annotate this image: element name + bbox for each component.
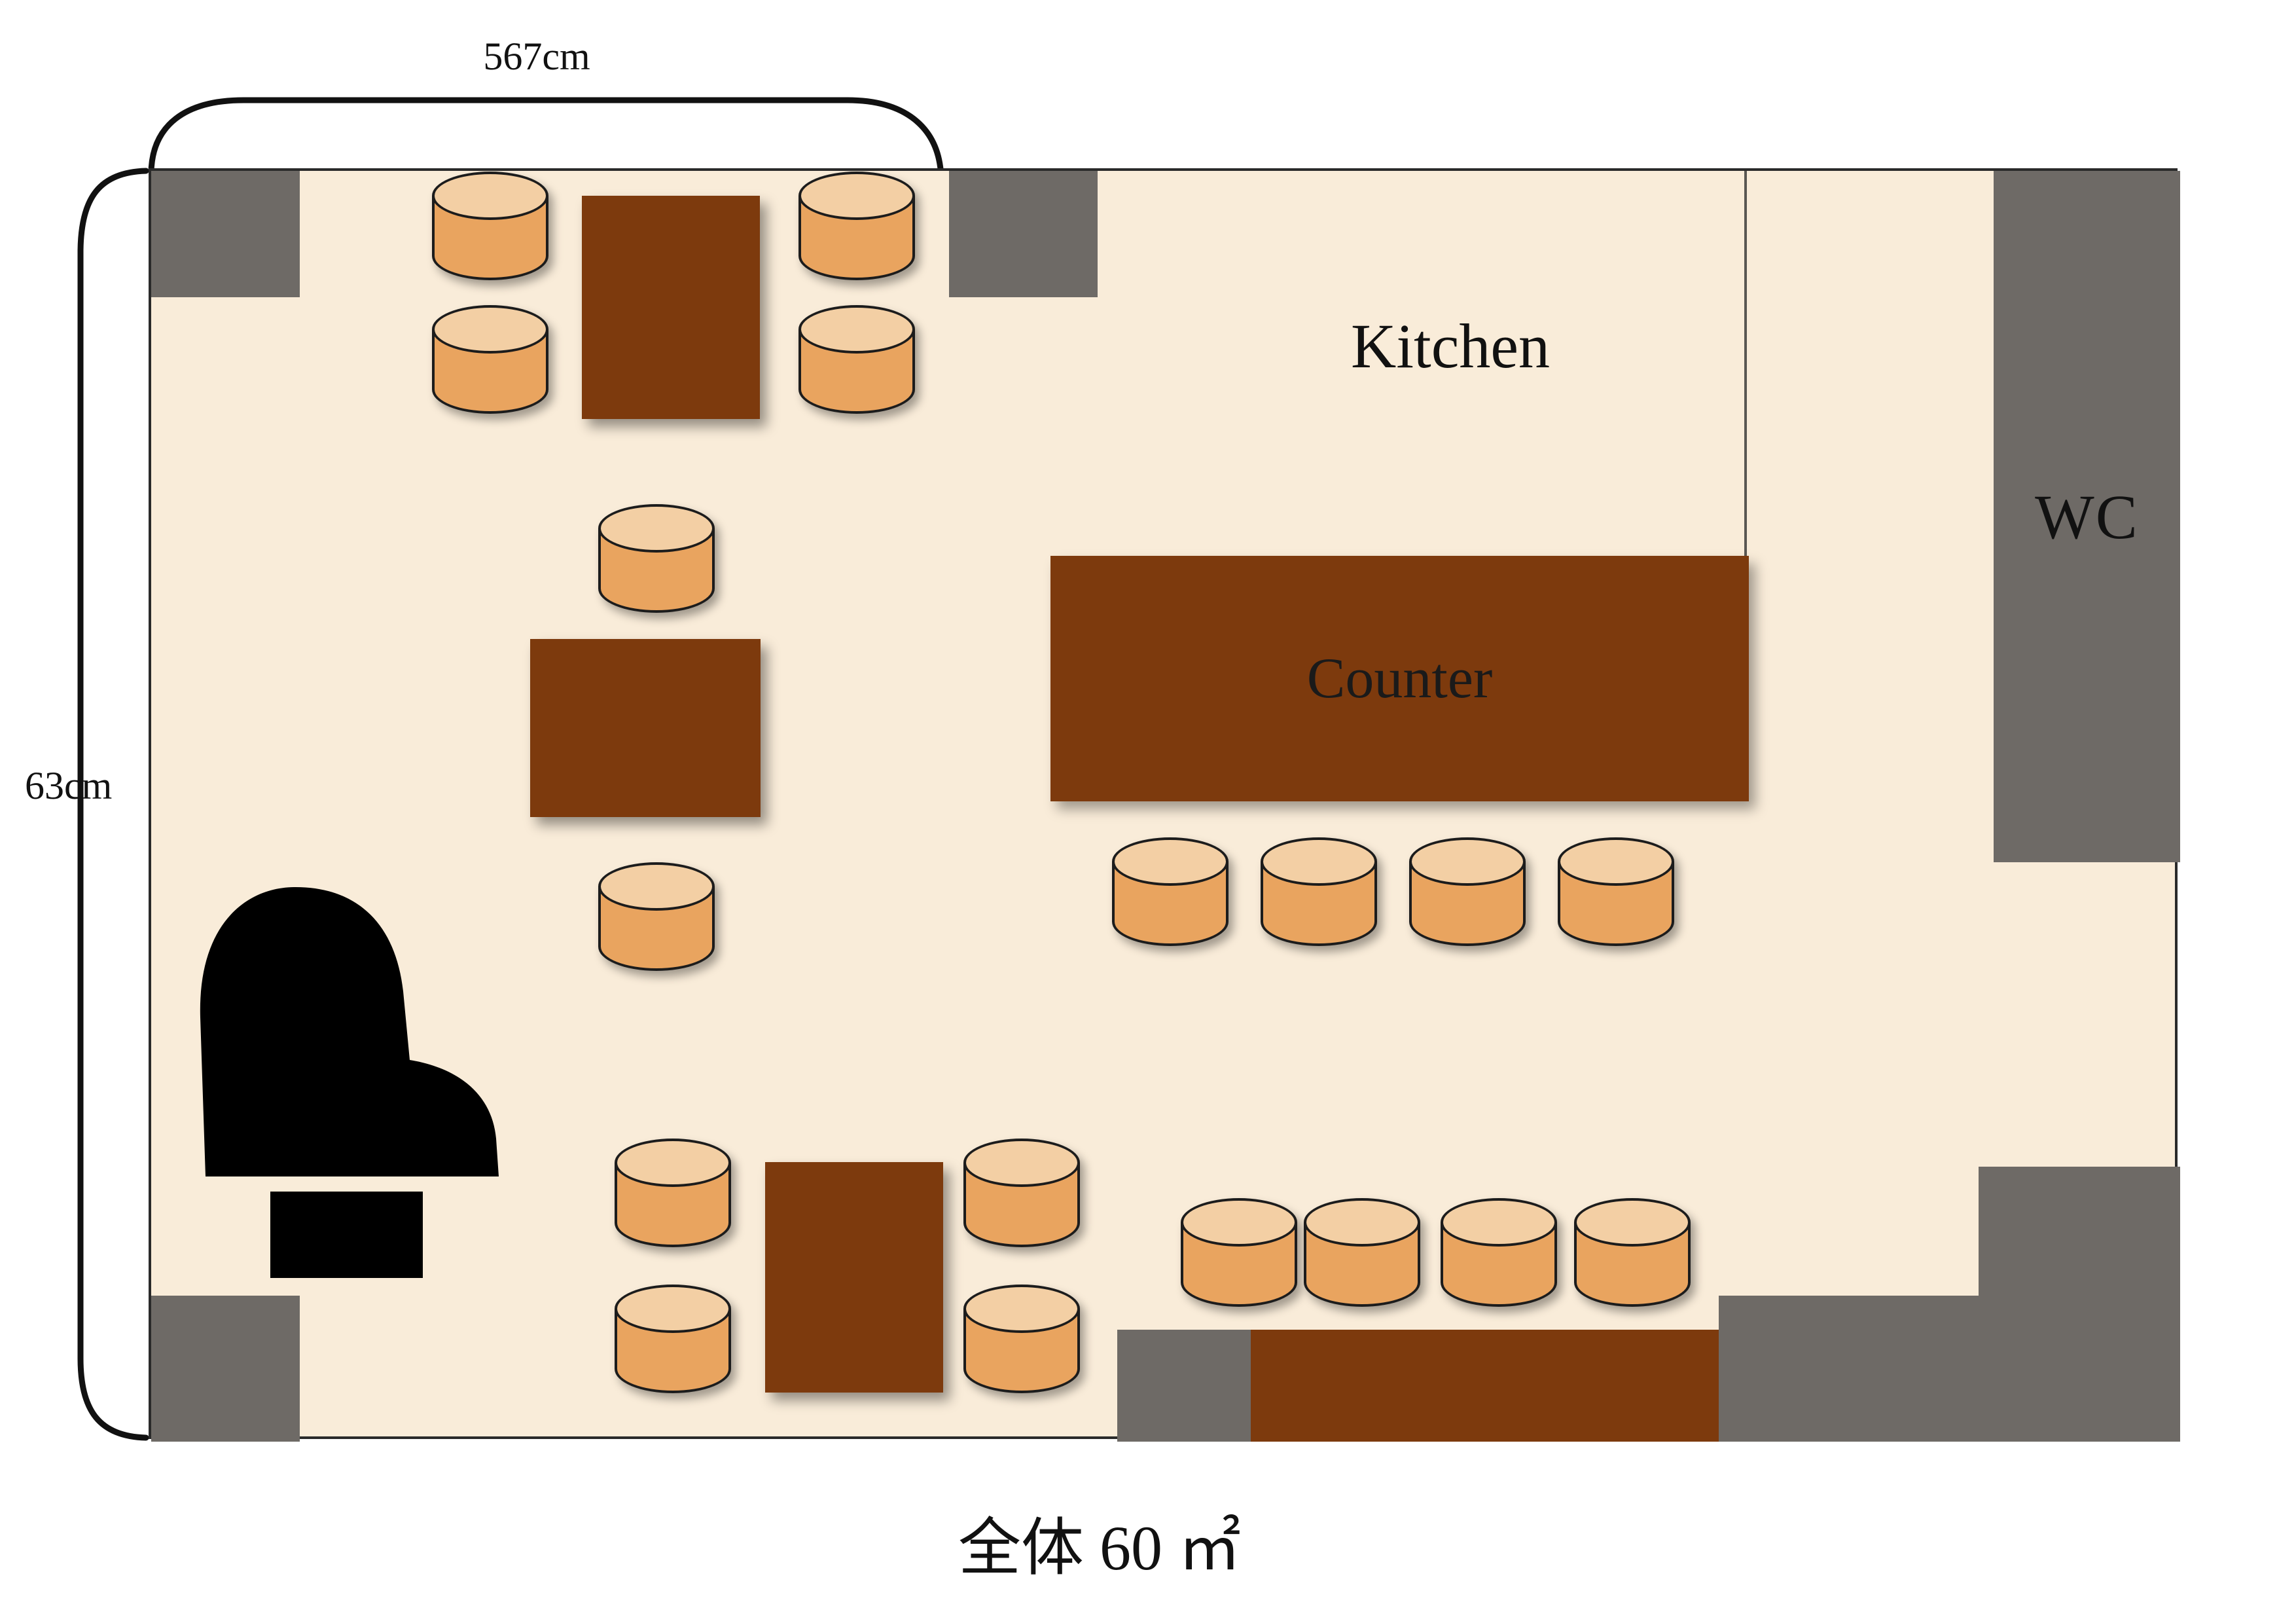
wc-label: WC: [2035, 481, 2139, 552]
table: [530, 639, 761, 817]
piano: [200, 886, 499, 1278]
wall-block: [949, 171, 1098, 297]
stool-seat: [1558, 837, 1674, 886]
kitchen-divider-line: [1744, 171, 1747, 556]
stool: [1558, 837, 1674, 946]
stool-seat: [1441, 1198, 1557, 1247]
stool-seat: [432, 172, 548, 220]
wc-block: WC: [1994, 171, 2180, 862]
wall-block: [1117, 1330, 1251, 1442]
counter-label: Counter: [1306, 647, 1493, 710]
stool-seat: [798, 172, 915, 220]
stool-seat: [615, 1285, 731, 1333]
wall-block: [151, 171, 300, 297]
stool: [798, 305, 915, 414]
stool: [1181, 1198, 1297, 1307]
stool: [432, 172, 548, 280]
stool-seat: [598, 504, 715, 553]
stool: [615, 1139, 731, 1247]
top-dimension-brace: [148, 97, 944, 175]
stool: [598, 862, 715, 971]
table: [765, 1162, 943, 1393]
dimension-height-label: 63cm: [25, 764, 113, 807]
stool: [798, 172, 915, 280]
stool: [432, 305, 548, 414]
stool: [598, 504, 715, 613]
stool-seat: [963, 1139, 1080, 1187]
dimension-width-label: 567cm: [483, 35, 590, 78]
stool-seat: [598, 862, 715, 911]
stool-seat: [1409, 837, 1526, 886]
total-area-label: 全体 60 ㎡: [958, 1513, 1241, 1583]
stool-seat: [963, 1285, 1080, 1333]
stool: [1574, 1198, 1691, 1307]
counter: Counter: [1050, 556, 1749, 801]
stool-seat: [1181, 1198, 1297, 1247]
stool: [963, 1285, 1080, 1393]
stool-seat: [615, 1139, 731, 1187]
stool-seat: [432, 305, 548, 354]
stool-seat: [1112, 837, 1229, 886]
stool-seat: [798, 305, 915, 354]
stool-seat: [1574, 1198, 1691, 1247]
stool: [1304, 1198, 1420, 1307]
stool-seat: [1261, 837, 1377, 886]
wall-block: [1979, 1167, 2180, 1442]
bottom-counter: [1251, 1330, 1719, 1442]
kitchen-label: Kitchen: [1351, 311, 1550, 381]
stool: [1409, 837, 1526, 946]
piano-bench: [270, 1192, 423, 1278]
table: [582, 196, 760, 419]
stool: [1441, 1198, 1557, 1307]
stool: [615, 1285, 731, 1393]
stool: [963, 1139, 1080, 1247]
stool: [1261, 837, 1377, 946]
piano-body: [200, 886, 499, 1176]
stool-seat: [1304, 1198, 1420, 1247]
floor-area: WC Kitchen Counter: [149, 168, 2180, 1442]
wall-block: [151, 1296, 300, 1442]
stool: [1112, 837, 1229, 946]
